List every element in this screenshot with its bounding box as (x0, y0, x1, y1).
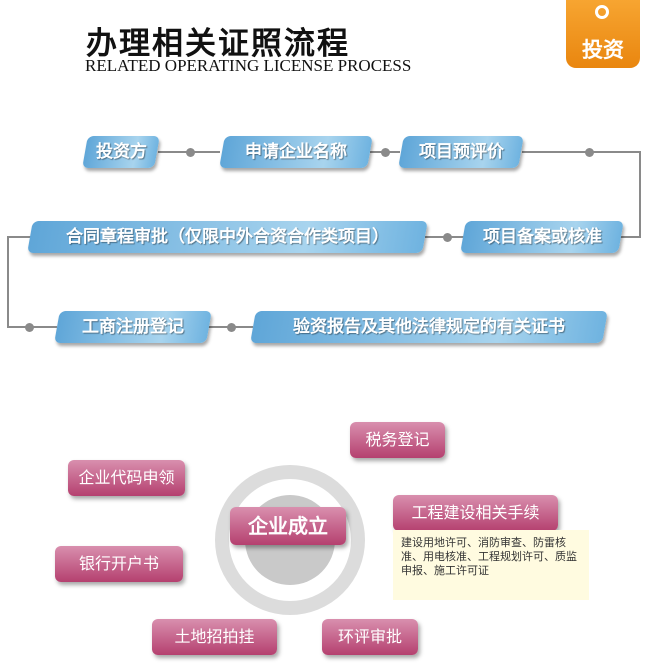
connector (7, 236, 9, 328)
bank-account: 银行开户书 (55, 546, 183, 582)
tax-registration: 税务登记 (350, 422, 445, 458)
environmental-review: 环评审批 (322, 619, 418, 655)
land-auction: 土地招拍挂 (152, 619, 277, 655)
connector (639, 151, 641, 238)
step-filing-approval: 项目备案或核准 (460, 221, 624, 253)
connector-dot (443, 233, 452, 242)
page-title: 办理相关证照流程 (86, 26, 350, 62)
connector-dot (25, 323, 34, 332)
connector (620, 236, 640, 238)
step-contract-approval: 合同章程审批（仅限中外合资合作类项目） (27, 221, 428, 253)
step-capital-verification: 验资报告及其他法律规定的有关证书 (250, 311, 608, 343)
connector (522, 151, 641, 153)
invest-badge: 投资 (566, 0, 640, 68)
enterprise-established: 企业成立 (230, 507, 346, 545)
step-investor: 投资方 (82, 136, 160, 168)
badge-label: 投资 (582, 38, 624, 62)
connector-dot (186, 148, 195, 157)
org-code-application: 企业代码申领 (68, 460, 185, 496)
circle-icon (595, 5, 609, 19)
step-name-application: 申请企业名称 (219, 136, 373, 168)
connector-dot (585, 148, 594, 157)
construction-procedures: 工程建设相关手续 (393, 495, 558, 531)
page-subtitle: RELATED OPERATING LICENSE PROCESS (85, 56, 412, 75)
step-pre-evaluation: 项目预评价 (398, 136, 524, 168)
step-business-registration: 工商注册登记 (54, 311, 212, 343)
connector-dot (381, 148, 390, 157)
connector-dot (227, 323, 236, 332)
construction-note: 建设用地许可、消防审查、防雷核准、用电核准、工程规划许可、质监申报、施工许可证 (393, 530, 589, 600)
connector (7, 236, 31, 238)
